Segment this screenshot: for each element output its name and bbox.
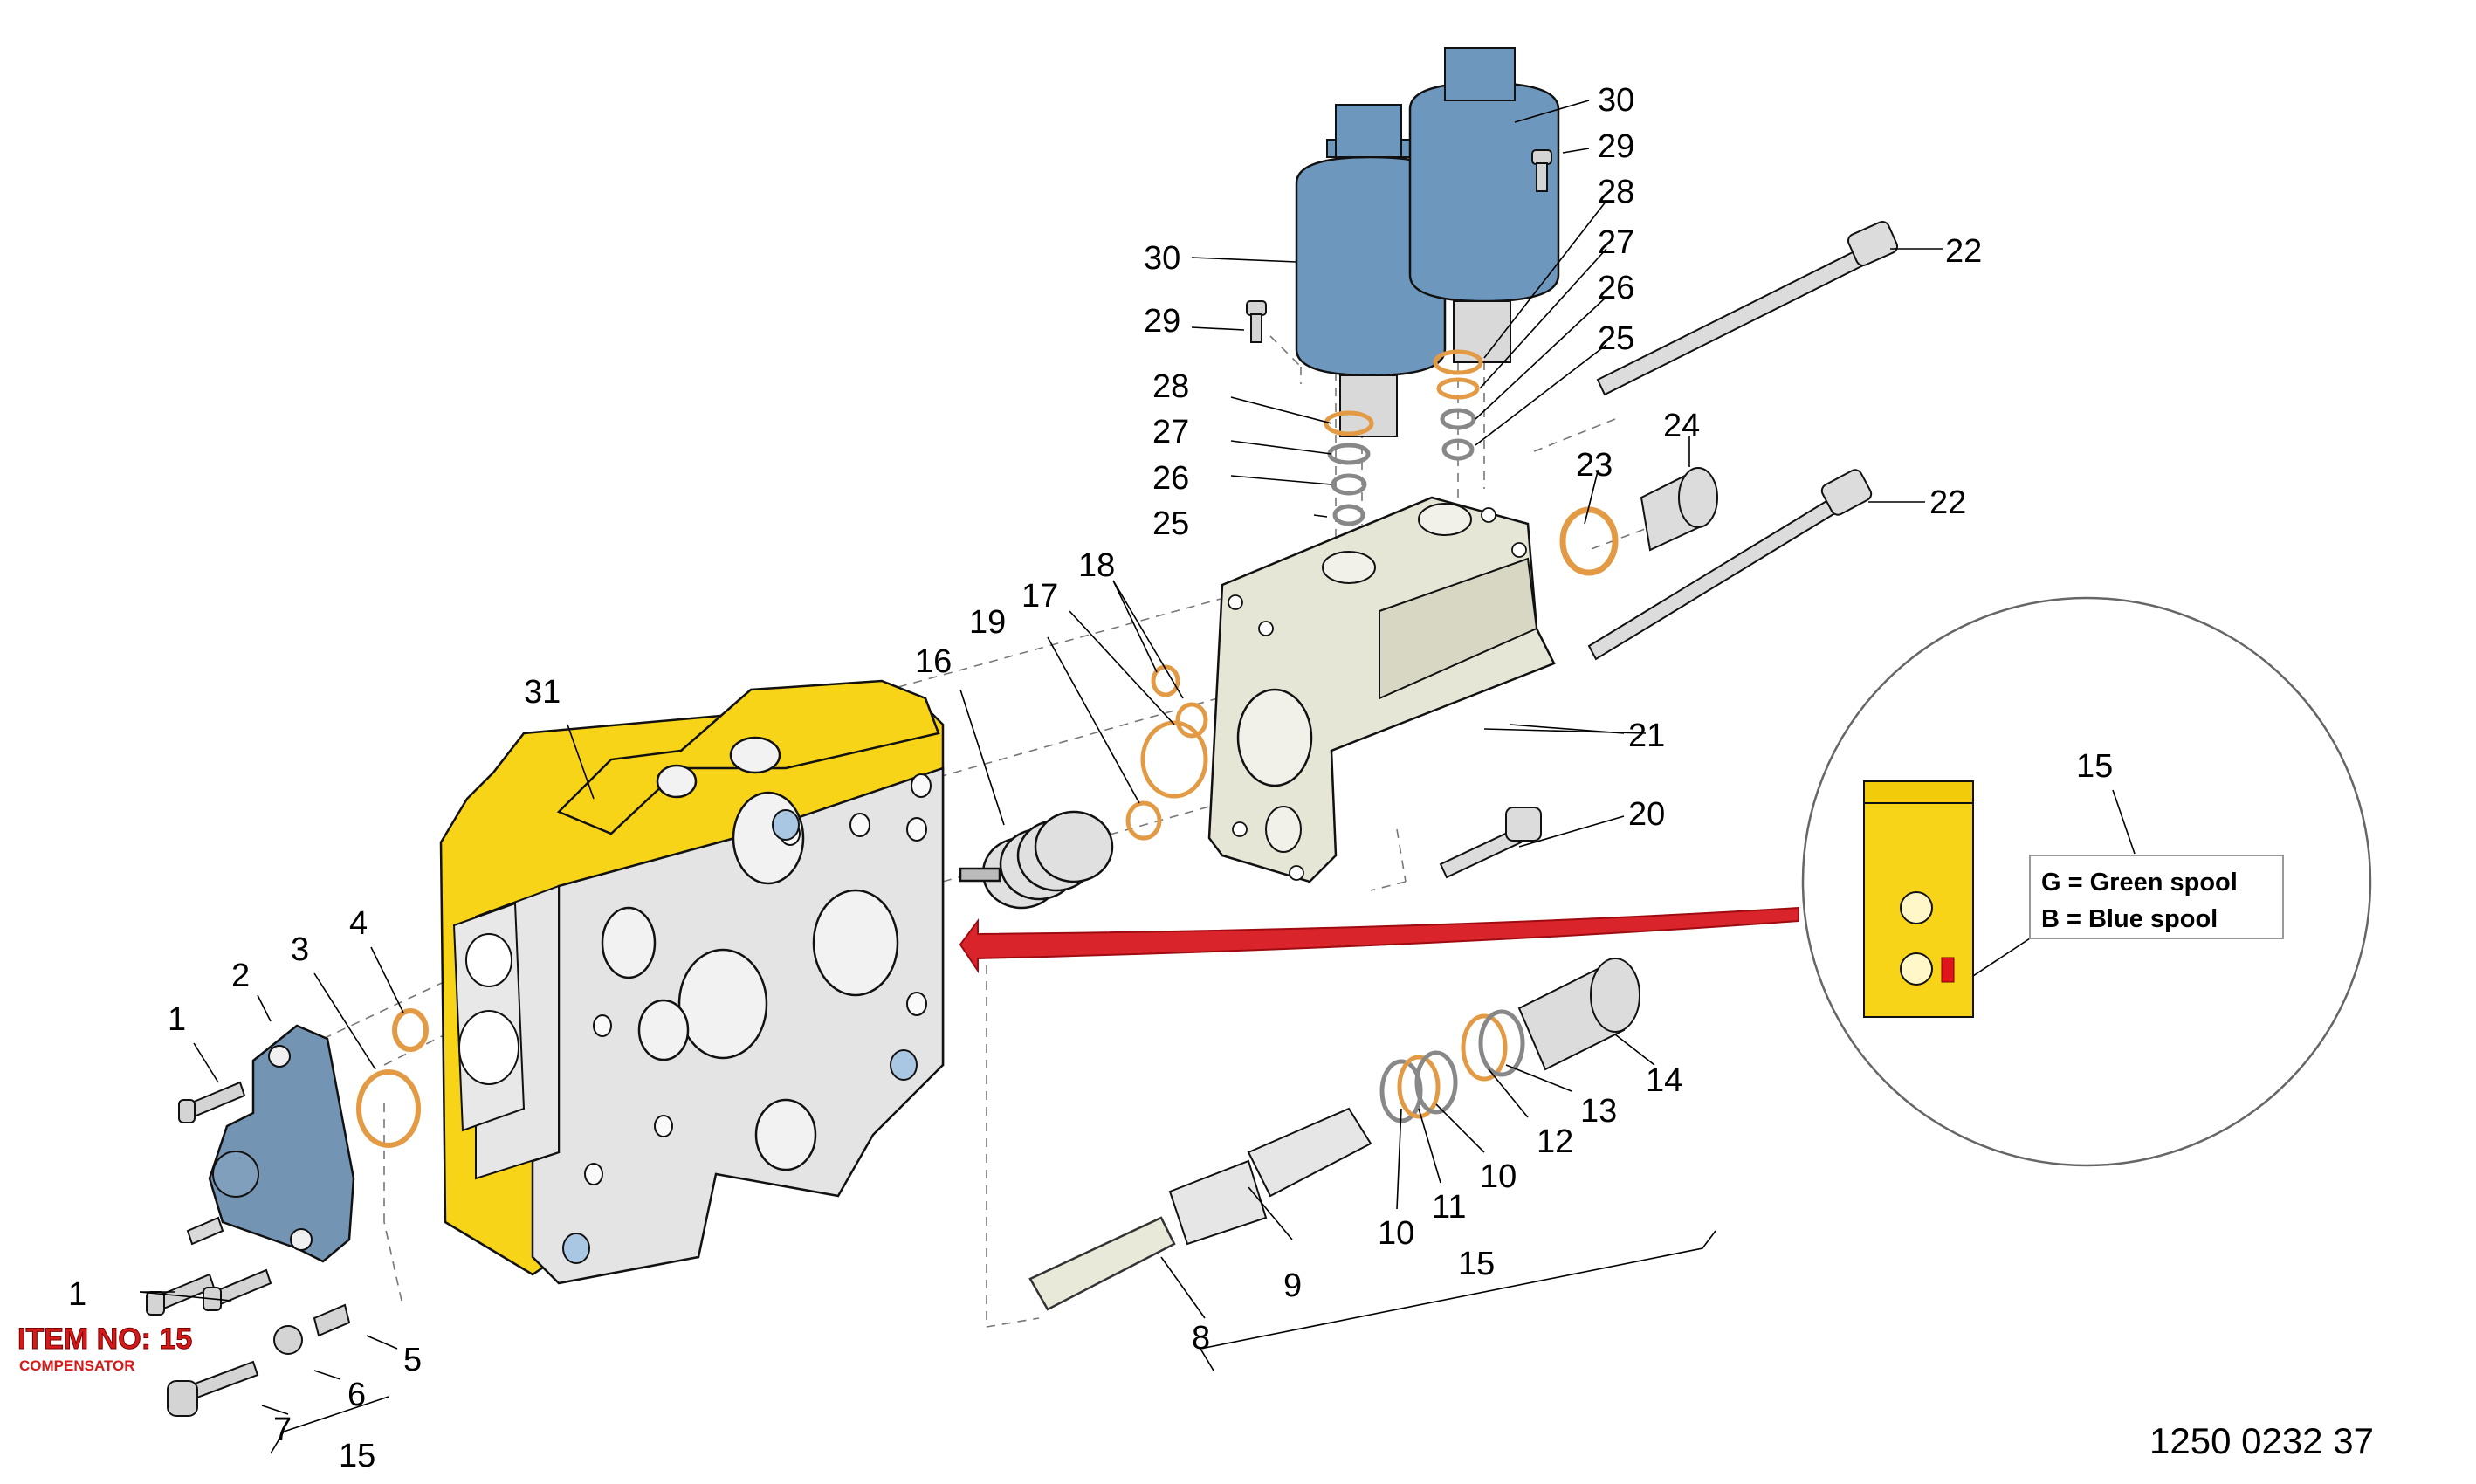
callout-19: 19 [969, 604, 1006, 641]
legend-green: G = Green spool [2041, 869, 2238, 897]
callout-15c: 15 [2076, 748, 2113, 785]
callout-18: 18 [1078, 547, 1115, 584]
item-title: ITEM NO: 15 [17, 1323, 192, 1356]
screws-1-7 [146, 1081, 351, 1417]
item-subtitle: COMPENSATOR [19, 1357, 135, 1374]
callout-23: 23 [1576, 447, 1613, 484]
plug-23-24 [1559, 467, 1718, 576]
callout-1a: 1 [168, 1001, 186, 1038]
callout-3: 3 [291, 931, 309, 968]
callout-17: 17 [1021, 578, 1058, 615]
callout-25a: 25 [1152, 505, 1189, 542]
main-housing [439, 679, 945, 1285]
callout-13: 13 [1580, 1093, 1617, 1130]
callout-20: 20 [1628, 796, 1665, 833]
spool-legend-box [2029, 855, 2284, 939]
callout-26a: 26 [1152, 460, 1189, 497]
callout-21: 21 [1628, 718, 1665, 754]
callout-22b: 22 [1929, 484, 1966, 521]
callout-10b: 10 [1480, 1158, 1517, 1195]
callout-22a: 22 [1945, 233, 1982, 270]
callout-30a: 30 [1144, 240, 1180, 277]
callout-labels: 1 1 2 3 4 5 6 7 15 8 9 10 11 10 12 13 14… [68, 82, 2113, 1474]
callout-29b: 29 [1598, 128, 1634, 165]
callout-11: 11 [1432, 1189, 1466, 1226]
seal-rings-10-13 [1379, 1009, 1525, 1123]
spool-9 [1168, 1107, 1372, 1246]
callout-29a: 29 [1144, 303, 1180, 340]
callout-5: 5 [403, 1342, 422, 1378]
orings-17-19 [1125, 664, 1208, 841]
spring-8 [1028, 1216, 1176, 1311]
solenoid-left [1295, 104, 1447, 437]
bolts-20-22 [1439, 221, 1899, 879]
detail-circle: G = Green spool B = Blue spool [1801, 596, 2372, 1167]
callout-16: 16 [915, 643, 952, 680]
callout-15b: 15 [1458, 1246, 1495, 1282]
callout-10a: 10 [1378, 1215, 1414, 1252]
callout-28b: 28 [1598, 174, 1634, 210]
callout-26b: 26 [1598, 270, 1634, 306]
callout-6: 6 [347, 1377, 366, 1413]
callout-12: 12 [1537, 1123, 1573, 1160]
spring-16 [959, 810, 1114, 910]
orings-3-4 [356, 1008, 429, 1148]
callout-15a: 15 [339, 1438, 375, 1474]
plug-14 [1517, 958, 1640, 1071]
solenoid-right [1408, 47, 1560, 363]
callout-27b: 27 [1598, 224, 1634, 261]
callout-24: 24 [1663, 408, 1700, 444]
leader-lines [139, 100, 1943, 1454]
housing-plugs [562, 809, 918, 1264]
callout-30b: 30 [1598, 82, 1634, 119]
legend-blue: B = Blue spool [2041, 905, 2218, 933]
callout-8: 8 [1192, 1320, 1210, 1357]
callout-2: 2 [231, 958, 250, 994]
screws-29 [1246, 149, 1552, 343]
callout-28a: 28 [1152, 368, 1189, 405]
blue-spool-marker [1941, 957, 1955, 983]
cover-plate [186, 1024, 355, 1263]
callout-1b: 1 [68, 1276, 86, 1313]
housing-bolt-holes [584, 773, 932, 1185]
callout-14: 14 [1646, 1062, 1682, 1099]
callout-27a: 27 [1152, 414, 1189, 450]
callout-31: 31 [524, 674, 561, 711]
valve-block [1207, 496, 1556, 883]
red-arrow [959, 906, 1799, 974]
callout-4: 4 [349, 905, 368, 942]
callout-25b: 25 [1598, 320, 1634, 357]
callout-7: 7 [273, 1412, 292, 1448]
callout-9: 9 [1283, 1268, 1302, 1304]
drawing-number: 1250 0232 37 [2149, 1420, 2374, 1461]
